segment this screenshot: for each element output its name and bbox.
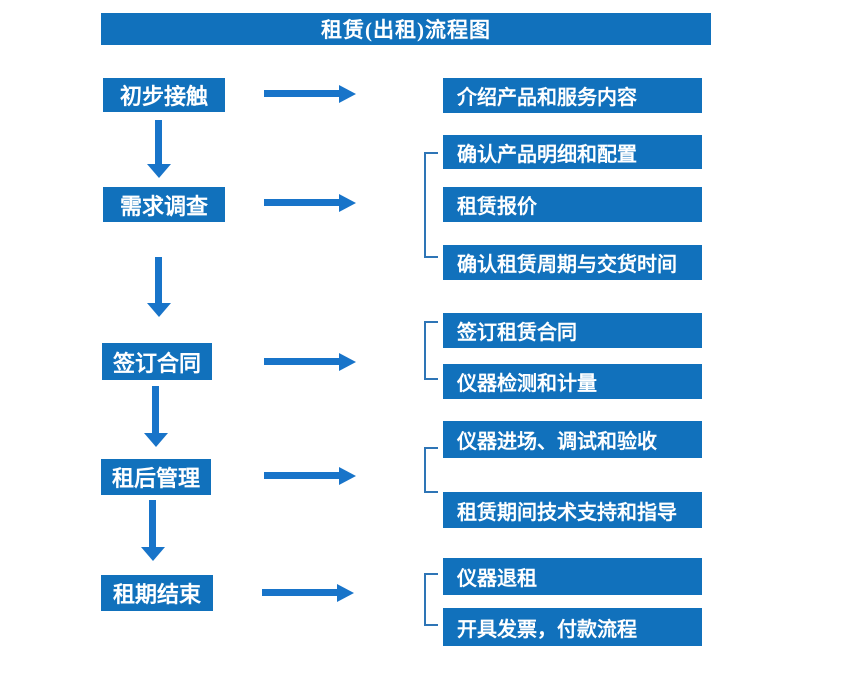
arrow-right-icon	[264, 194, 356, 212]
bracket-group-demand-survey	[424, 152, 438, 258]
arrow-down-icon	[147, 120, 171, 178]
detail-box-tech-support: 租赁期间技术支持和指导	[443, 492, 702, 528]
arrow-head	[339, 85, 356, 103]
arrow-head	[144, 433, 168, 447]
stage-box-sign-contract: 签订合同	[102, 343, 212, 380]
arrow-shaft	[155, 120, 162, 165]
arrow-shaft	[264, 358, 339, 365]
arrow-shaft	[264, 90, 339, 97]
detail-box-instrument-setup-acceptance: 仪器进场、调试和验收	[443, 421, 702, 458]
arrow-shaft	[152, 386, 159, 434]
bracket-group-rental-end	[424, 573, 438, 626]
bracket-group-post-rental	[424, 447, 438, 493]
arrow-head	[147, 303, 171, 317]
arrow-head	[141, 547, 165, 561]
stage-box-initial-contact: 初步接触	[103, 78, 225, 112]
stage-box-rental-end: 租期结束	[101, 575, 213, 611]
detail-box-sign-rental-contract: 签订租赁合同	[443, 313, 702, 348]
arrow-right-icon	[264, 353, 356, 371]
arrow-head	[147, 164, 171, 178]
arrow-head	[339, 194, 356, 212]
bracket-group-sign-contract	[424, 321, 438, 380]
stage-box-demand-survey: 需求调查	[103, 187, 225, 222]
arrow-shaft	[264, 472, 339, 479]
arrow-down-icon	[141, 500, 165, 561]
arrow-right-icon	[264, 85, 356, 103]
stage-box-post-rental-management: 租后管理	[101, 459, 211, 495]
arrow-head	[339, 467, 356, 485]
arrow-down-icon	[147, 257, 171, 317]
arrow-shaft	[155, 257, 162, 304]
arrow-right-icon	[262, 584, 354, 602]
detail-box-rental-quote: 租赁报价	[443, 187, 702, 222]
detail-box-instrument-return: 仪器退租	[443, 558, 702, 595]
arrow-right-icon	[264, 467, 356, 485]
arrow-shaft	[264, 199, 339, 206]
arrow-shaft	[262, 589, 337, 596]
arrow-head	[337, 584, 354, 602]
detail-box-instrument-testing: 仪器检测和计量	[443, 364, 702, 399]
flowchart-title: 租赁(出租)流程图	[101, 13, 711, 45]
detail-box-introduce-products: 介绍产品和服务内容	[443, 78, 702, 113]
detail-box-invoice-payment: 开具发票，付款流程	[443, 608, 702, 646]
arrow-head	[339, 353, 356, 371]
detail-box-confirm-period-delivery: 确认租赁周期与交货时间	[443, 245, 702, 280]
arrow-shaft	[149, 500, 156, 548]
detail-box-confirm-product-config: 确认产品明细和配置	[443, 135, 702, 169]
arrow-down-icon	[144, 386, 168, 447]
